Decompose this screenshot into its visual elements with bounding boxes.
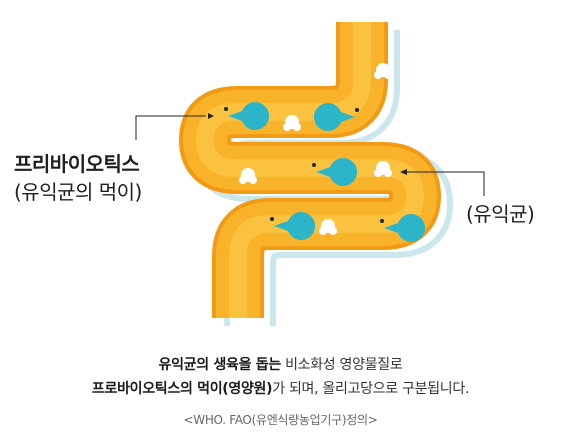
beneficial-bacteria-label: (유익균) xyxy=(466,202,535,226)
pacman-icon xyxy=(224,102,270,130)
prebiotics-label: 프리바이오틱스 xyxy=(14,152,140,176)
caption-line-1-bold: 유익균의 생육을 돕는 xyxy=(158,357,282,373)
caption-line-1-rest: 비소화성 영양물질로 xyxy=(280,357,403,373)
caption-line-2-bold: 프로바이오틱스의 먹이(영양원) xyxy=(91,381,273,397)
caption-line-2-rest: 가 되며, 올리고당으로 구분됩니다. xyxy=(272,381,470,397)
bacteria xyxy=(224,102,426,242)
callout-beneficial xyxy=(400,169,485,196)
cloud-blob-icon xyxy=(239,168,257,184)
cloud-blob-icon xyxy=(374,161,392,177)
caption-line-1: 유익균의 생육을 돕는 비소화성 영양물질로 xyxy=(0,354,561,374)
source-note: <WHO. FAO(유엔식량농업기구)정의> xyxy=(183,413,378,427)
pacman-icon xyxy=(313,103,359,131)
pacman-icon xyxy=(312,158,358,186)
callout-prebiotics xyxy=(135,113,214,140)
cloud-blob-icon xyxy=(374,63,392,79)
cloud-blob-icon xyxy=(319,219,337,235)
pacman-icon xyxy=(270,212,316,240)
food-blobs xyxy=(239,63,392,235)
cloud-blob-icon xyxy=(283,115,301,131)
caption-line-2: 프로바이오틱스의 먹이(영양원)가 되며, 올리고당으로 구분됩니다. xyxy=(0,378,561,398)
pacman-icon xyxy=(380,214,426,242)
prebiotics-sublabel: (유익균의 먹이) xyxy=(14,180,142,204)
